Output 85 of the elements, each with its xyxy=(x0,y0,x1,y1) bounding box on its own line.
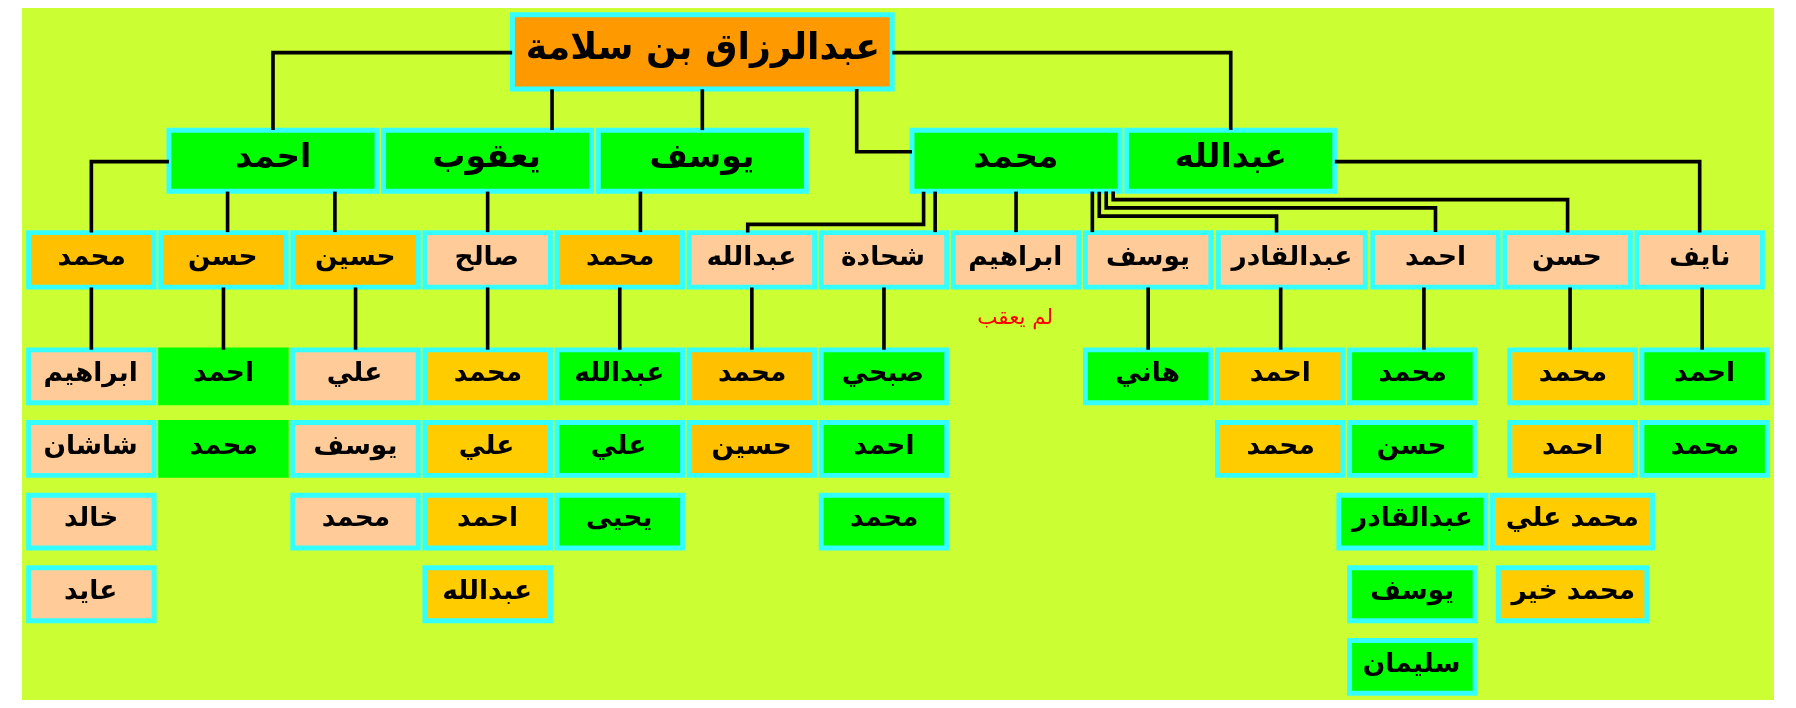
node-box: احمد xyxy=(818,420,950,478)
connector xyxy=(1568,287,1572,350)
connector xyxy=(700,89,705,131)
connector xyxy=(1278,287,1283,350)
connector xyxy=(221,287,226,350)
connector xyxy=(271,50,513,131)
node-box: يوسف xyxy=(1347,565,1478,624)
node-box: يوسف xyxy=(595,127,809,194)
node-box: احمد xyxy=(166,127,380,194)
node-box: محمد xyxy=(554,230,685,290)
node-box: ابراهيم xyxy=(950,230,1082,290)
node-box: حسين xyxy=(686,420,818,478)
node-box: محمد علي xyxy=(1490,492,1656,551)
node-box: صبحي xyxy=(818,347,950,406)
connector xyxy=(933,191,937,233)
node-box: عبدالرزاق بن سلامة xyxy=(509,12,895,92)
node-box: محمد xyxy=(158,420,289,478)
node-box: شحادة xyxy=(818,230,950,290)
node-box: يوسف xyxy=(1082,230,1214,290)
node-box: ابراهيم xyxy=(26,347,157,406)
connector xyxy=(89,287,94,350)
connector xyxy=(745,191,926,233)
node-box: محمد xyxy=(818,492,950,551)
connector xyxy=(89,159,169,233)
connector xyxy=(353,287,358,350)
node-box: علي xyxy=(554,420,685,478)
connector xyxy=(750,287,754,350)
connector xyxy=(1104,191,1438,233)
node-label: لم يعقب xyxy=(977,304,1054,330)
node-box: علي xyxy=(422,420,553,478)
node-box: محمد xyxy=(1507,347,1638,406)
node-box: عبدالقادر xyxy=(1215,230,1368,290)
connector xyxy=(1097,191,1279,233)
connector xyxy=(1422,287,1426,350)
node-box: عايد xyxy=(26,565,157,624)
connector xyxy=(1014,191,1018,233)
node-box: عبدالله xyxy=(1124,127,1338,194)
node-box: احمد xyxy=(422,492,553,551)
node-box: علي xyxy=(290,347,421,406)
connector xyxy=(617,287,622,350)
node-box: نايف xyxy=(1634,230,1765,290)
node-box: محمد xyxy=(1215,420,1346,478)
connector xyxy=(1146,287,1150,350)
node-box: خالد xyxy=(26,492,157,551)
node-box: محمد xyxy=(26,230,157,290)
node-box: عبدالقادر xyxy=(1336,492,1489,551)
node-box: يوسف xyxy=(290,420,421,478)
node-box: محمد خير xyxy=(1495,565,1650,624)
connector xyxy=(638,191,643,233)
node-box: حسن xyxy=(158,230,289,290)
node-box: احمد xyxy=(1215,347,1346,406)
node-box: محمد xyxy=(686,347,818,406)
node-box: حسن xyxy=(1347,420,1478,478)
node-box: احمد xyxy=(158,347,289,406)
node-box: احمد xyxy=(1507,420,1638,478)
node-box: حسين xyxy=(290,230,421,290)
connector xyxy=(882,287,886,350)
node-box: محمد xyxy=(422,347,553,406)
node-box: عبدالله xyxy=(686,230,818,290)
node-box: سليمان xyxy=(1347,638,1478,696)
connector xyxy=(333,191,337,233)
node-box: محمد xyxy=(1347,347,1478,406)
node-box: محمد xyxy=(290,492,421,551)
connector xyxy=(485,287,490,350)
connector xyxy=(892,50,1233,131)
node-box: هاني xyxy=(1082,347,1214,406)
node-box: صالح xyxy=(422,230,553,290)
connector xyxy=(854,89,912,154)
node-box: احمد xyxy=(1370,230,1501,290)
node-box: شاشان xyxy=(26,420,157,478)
connector xyxy=(1111,191,1570,233)
node-box: يحيى xyxy=(554,492,685,551)
node-box: يعقوب xyxy=(381,127,595,194)
connector xyxy=(485,191,490,233)
node-box: حسن xyxy=(1502,230,1633,290)
connector xyxy=(550,89,554,131)
node-box: عبدالله xyxy=(554,347,685,406)
node-box: عبدالله xyxy=(422,565,553,624)
connector xyxy=(225,191,230,233)
connector xyxy=(1700,287,1704,350)
node-box: احمد xyxy=(1639,347,1770,406)
connector xyxy=(1090,191,1095,233)
node-box: محمد xyxy=(1639,420,1770,478)
connector xyxy=(1334,159,1702,233)
node-box: محمد xyxy=(909,127,1123,194)
